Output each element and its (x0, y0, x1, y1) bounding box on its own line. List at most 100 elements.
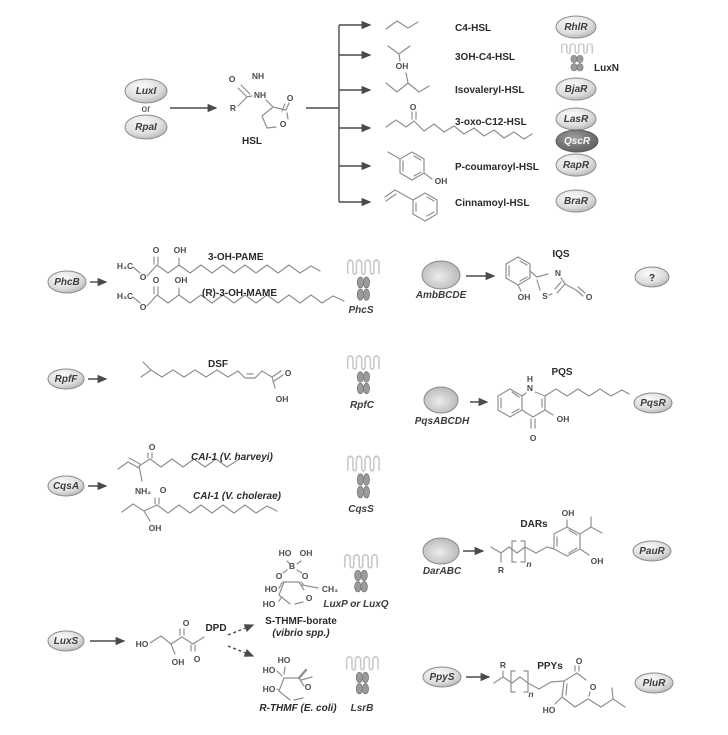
synthase-oval-cqsa (47, 475, 85, 497)
atom-label: O (530, 433, 537, 443)
atom-label: HO (136, 639, 149, 649)
dashed-arrow-to-sthmf (227, 624, 255, 636)
synthase-oval-luxi (124, 78, 168, 104)
atom-label: R (230, 103, 236, 113)
synthase-oval-rpff (47, 368, 85, 390)
receptor-label-rpfc: RpfC (350, 400, 375, 411)
section-iqs: AmbBCDE IQS OH S N O ? (415, 249, 670, 302)
atom-label: O (149, 442, 156, 452)
synthase-blob-ambbcde (421, 260, 461, 290)
atom-label: O (302, 571, 309, 581)
atom-label: O (305, 682, 312, 692)
receptor-label-unknown: ? (649, 273, 655, 284)
structure-dsf: DSF O OH (140, 359, 292, 404)
receptor-oval-pqsr (633, 392, 673, 414)
atom-label: N (555, 268, 561, 278)
section-cai: CqsA O NH₂ CAI-1 (V. harveyi) O OH CAI-1… (47, 442, 381, 533)
receptor-label-cqss: CqsS (348, 504, 374, 515)
atom-label: O (285, 368, 292, 378)
structure-3-oh-pame: H₃C O O OH 3-OH-PAME (117, 245, 321, 282)
molecule-label-pqs: PQS (551, 367, 572, 378)
atom-label: NH₂ (135, 486, 151, 496)
receptor-label-paur: PauR (639, 546, 665, 557)
synthase-label-rpai: RpaI (135, 122, 157, 133)
receptor-oval-rapr (555, 153, 597, 177)
atom-label: O (160, 485, 167, 495)
atom-label: H₃C (117, 261, 133, 271)
receptor-label-pqsr: PqsR (640, 398, 666, 409)
or-label: or (142, 104, 152, 115)
synthase-label-phcb: PhcB (54, 277, 80, 288)
receptor-label-rhlr: RhlR (564, 22, 588, 33)
structure-dars: DARs OH OH R n (490, 508, 603, 575)
synthase-oval-ppys (422, 666, 462, 688)
atom-label: O (140, 272, 147, 282)
atom-label: OH (276, 394, 289, 404)
receptor-label-phcs: PhcS (348, 305, 373, 316)
membrane-receptor-icon-luxn (560, 43, 594, 72)
receptor-oval-unknown (634, 266, 670, 288)
synthase-label-cqsa: CqsA (53, 481, 79, 492)
atom-label: HO (278, 655, 291, 665)
atom-label: OH (175, 275, 188, 285)
atom-label: N (527, 383, 533, 393)
molecule-note-vibrio: (vibrio spp.) (272, 628, 330, 639)
atom-label: O (183, 618, 190, 628)
structure-r-3-oh-mame: H₃C O O OH (R)-3-OH-MAME (117, 275, 345, 312)
molecule-label-hsl: HSL (242, 136, 262, 147)
structure-p-coumaroyl-hsl: OH (387, 151, 448, 186)
atom-label: n (526, 559, 531, 569)
receptor-label-lasr: LasR (564, 114, 589, 125)
atom-label: HO (543, 705, 556, 715)
atom-label: OH (562, 508, 575, 518)
atom-label: NH (252, 71, 264, 81)
atom-label: HO (263, 665, 276, 675)
receptor-label-bjar: BjaR (565, 84, 589, 95)
structure-ppys: R n PPYs O O HO (493, 656, 626, 715)
molecule-label-dars: DARs (520, 519, 548, 530)
synthase-label-luxs: LuxS (54, 636, 79, 647)
atom-label: OH (435, 176, 448, 186)
atom-label: OH (149, 523, 162, 533)
membrane-receptor-icon-rpfc (346, 355, 380, 395)
synthase-blob-pqsabcdh (423, 386, 459, 414)
structure-cai1-cholerae: O OH CAI-1 (V. cholerae) (121, 485, 282, 533)
receptor-oval-paur (632, 540, 672, 562)
membrane-receptor-icon-luxpq (343, 554, 379, 593)
atom-label: H (527, 374, 533, 384)
atom-label: OH (172, 657, 185, 667)
receptor-label-luxpq: LuxP or LuxQ (323, 599, 388, 610)
branch-label-2: 3OH-C4-HSL (455, 52, 515, 63)
atom-label: O (194, 654, 201, 664)
synthase-label-rpff: RpfF (55, 374, 79, 385)
molecule-label-sthmf: S-THMF-borate (265, 616, 337, 627)
atom-label: CH₃ (322, 584, 338, 594)
atom-label: O (153, 245, 160, 255)
receptor-label-plur: PluR (643, 678, 667, 689)
branch-label-3: Isovaleryl-HSL (455, 85, 524, 96)
section-ahl: LuxI or RpaI O NH NH R O O HSL (124, 15, 619, 222)
structure-iqs: IQS OH S N O (505, 249, 593, 302)
branch-label-4: 3-oxo-C12-HSL (455, 117, 527, 128)
structure-cinnamoyl-hsl (384, 189, 438, 222)
molecule-label-pame: 3-OH-PAME (208, 252, 264, 263)
section-dar: DarABC DARs OH OH R n PauR (422, 508, 672, 577)
atom-label: R (498, 565, 504, 575)
atom-label: H₃C (117, 291, 133, 301)
atom-label: R (500, 660, 506, 670)
atom-label: S (542, 291, 548, 301)
receptor-oval-bjar (555, 77, 597, 101)
membrane-receptor-icon-cqss (346, 455, 381, 499)
structure-3oh-c4-hsl: OH (387, 45, 411, 71)
structure-r-thmf: HO HO HO O R-THMF (E. coli) (259, 655, 337, 714)
atom-label: HO (263, 599, 276, 609)
atom-label: HO (279, 548, 292, 558)
atom-label: O (229, 74, 236, 84)
section-ai2: LuxS HO O OH O DPD HO OH B O O HO CH₃ HO… (47, 548, 389, 714)
synthase-blob-darabc (422, 537, 460, 565)
molecule-label-cai1-harveyi: CAI-1 (V. harveyi) (191, 452, 274, 463)
synthase-label-darabc: DarABC (423, 566, 462, 577)
synthase-label-ppys: PpyS (429, 672, 454, 683)
